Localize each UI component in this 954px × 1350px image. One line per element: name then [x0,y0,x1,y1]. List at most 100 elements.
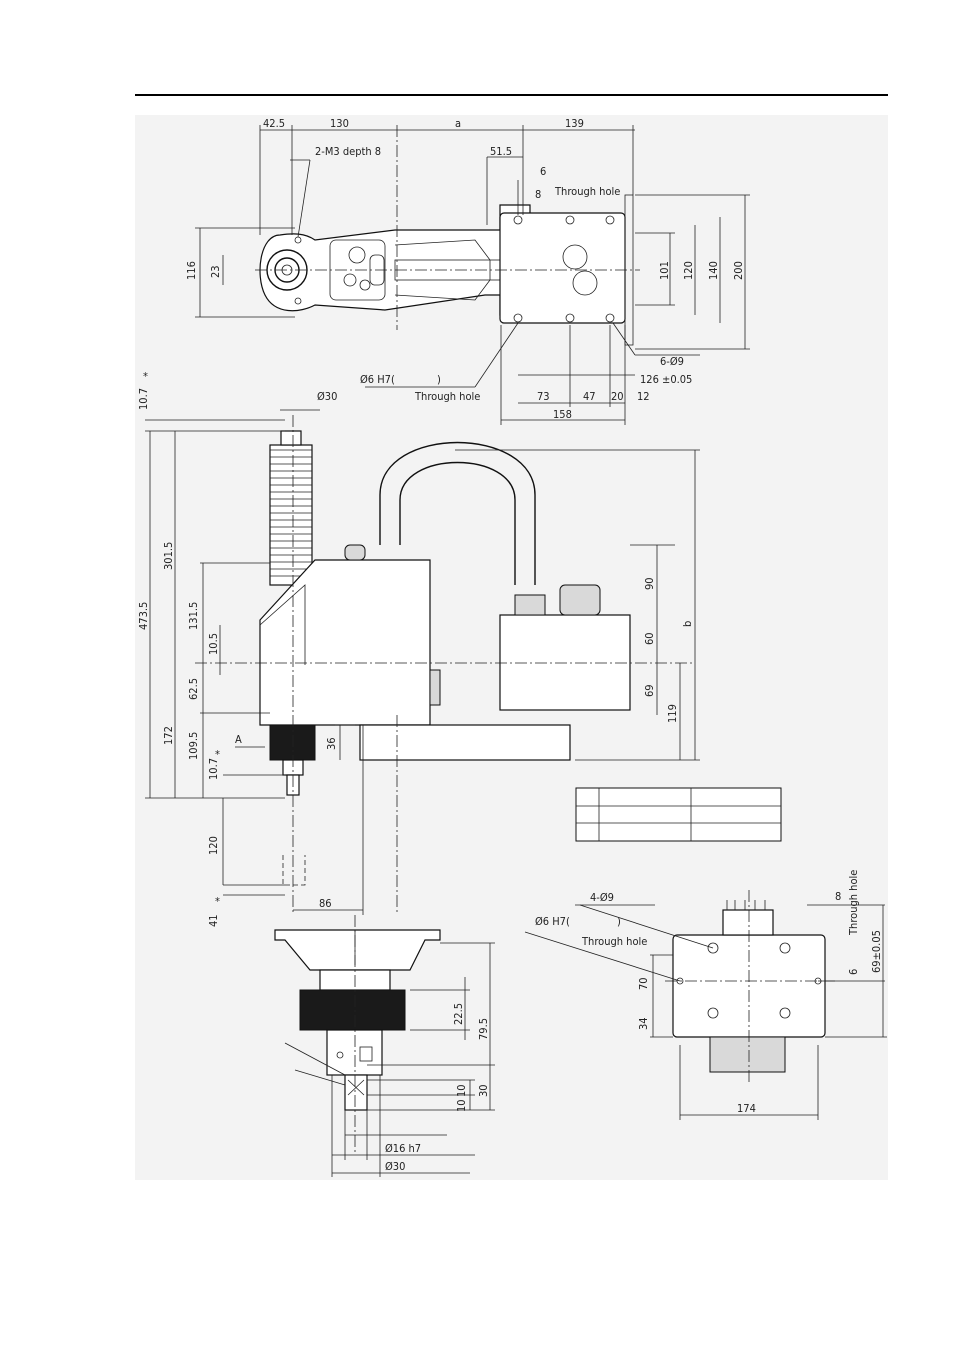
dim-text-d30-detail: Ø30 [385,1160,405,1173]
spline-nut [269,724,316,761]
cable-loop-inner [399,461,516,585]
dim-text-101: 101 [658,261,671,280]
detail-hole [336,1051,344,1059]
dim-text-pin-h7: Ø6 H7( [360,373,395,386]
cable-loop-outer [379,441,536,585]
dim-text-pin6: 6 [540,165,546,178]
base-connector-top [722,909,774,936]
dim-text-47: 47 [583,390,596,403]
m3-hole-bottom [294,297,302,305]
leader-4-9 [579,904,714,949]
dim-text-d16: Ø16 h7 [385,1142,421,1155]
dim-text-through-1: Through hole [554,185,620,198]
dim-text-200: 200 [732,261,745,280]
dim-text-12: 12 [637,390,650,403]
leader-4-9-pin [524,931,681,982]
dim-text-m3: 2-M3 depth 8 [315,145,381,158]
dim-text-10-7: 10.7 [207,758,220,780]
base-hole-4 [779,1007,791,1019]
base-cable-port-2 [572,270,598,296]
dim-text-6-9: 6-Ø9 [660,355,684,368]
arm-side-block [429,669,441,706]
dim-text-star2: * [215,748,220,761]
base-hole-2 [779,942,791,954]
base-body [499,614,631,711]
leader-m3 [297,159,311,238]
dim-text-b: b [681,621,694,627]
dim-text-base-pin-h7: Ø6 H7( [535,915,570,928]
mount-hole-2 [565,215,575,225]
detail-view: 22.5 79.5 30 10 10 Ø16 h7 Ø30 [274,915,495,1177]
dim-text-10-5: 10.5 [207,633,220,655]
dim-text-62-5: 62.5 [187,678,200,700]
dim-text-base-8: 8 [835,890,841,903]
shaft-stroke-ghost [282,855,306,886]
base-connector-pins [726,900,766,910]
dim-text-60: 60 [643,632,656,645]
dim-text-42-5: 42.5 [263,117,285,130]
mount-hole-5 [565,313,575,323]
dim-text-90: 90 [643,577,656,590]
bellows-ridges [270,449,312,577]
dim-text-174: 174 [737,1102,756,1115]
dim-text-120: 120 [207,836,220,855]
side-view: 10.7 * Ø30 473.5 301.5 131.5 10.5 62.5 1… [137,370,700,927]
base-plate-top [499,212,626,324]
base-hole-1 [707,942,719,954]
table-frame [575,787,782,842]
dim-text-120: 120 [682,261,695,280]
dim-text-139: 139 [565,117,584,130]
dim-text-d30: Ø30 [317,390,337,403]
dim-text-pin-h7-close: ) [437,373,441,386]
dim-text-130: 130 [330,117,349,130]
shaft-top [280,430,302,446]
base-connectors [559,584,601,616]
drawing-svg: 42.5 130 a 139 2-M3 depth 8 51.5 6 Throu… [137,117,887,1177]
dim-text-base-6: 6 [847,969,860,975]
dim-text-star3: * [215,895,220,908]
dim-text-116: 116 [185,261,198,280]
dim-text-4-9: 4-Ø9 [590,891,614,904]
dim-text-base-through-v: Through hole [847,870,860,936]
detail-key [359,1046,373,1062]
detail-spline [299,989,406,1031]
arm2-port-1 [348,246,366,264]
dim-text-8: 8 [535,188,541,201]
dim-text-301-5: 301.5 [162,542,175,570]
dim-text-20: 20 [611,390,624,403]
top-view: 42.5 130 a 139 2-M3 depth 8 51.5 6 Throu… [185,117,750,425]
dim-text-base-69: 69±0.05 [870,930,883,973]
bellows [269,444,313,586]
arm-body-side [259,559,431,726]
dim-text-70: 70 [637,977,650,990]
detail-leader-2 [294,1069,346,1086]
dim-text-126: 126 ±0.05 [640,373,692,386]
detail-tip-cross [347,1079,365,1096]
dim-text-131-5: 131.5 [187,602,200,630]
detail-shaft-body [326,1029,383,1076]
spec-table [575,787,782,842]
dim-text-star1: * [143,370,148,383]
leader-pin-h7 [474,322,519,388]
dim-text-base-through: Through hole [581,935,647,948]
dim-text-10-7-top: 10.7 [137,388,150,410]
mount-base [359,724,571,761]
dim-text-41: 41 [207,914,220,927]
detail-tip [344,1074,368,1111]
dim-text-172: 172 [162,726,175,745]
arm-edge [259,584,306,665]
dim-text-10b: 10 [455,1099,468,1112]
dim-text-base-pin-h7-close: ) [617,915,621,928]
dim-text-10a: 10 [455,1084,468,1097]
dim-text-79-5: 79.5 [477,1018,490,1040]
base-view: 4-Ø9 Ø6 H7( ) Through hole 70 34 174 8 T… [524,870,887,1120]
dim-text-34: 34 [637,1017,650,1030]
detail-flange [274,929,441,971]
dim-text-158: 158 [553,408,572,421]
dim-text-a: a [455,117,461,130]
technical-drawing: 42.5 130 a 139 2-M3 depth 8 51.5 6 Throu… [135,115,888,1180]
dim-text-140: 140 [707,261,720,280]
leader-6-9 [612,322,636,356]
base-hole-3 [707,1007,719,1019]
dim-text-73: 73 [537,390,550,403]
